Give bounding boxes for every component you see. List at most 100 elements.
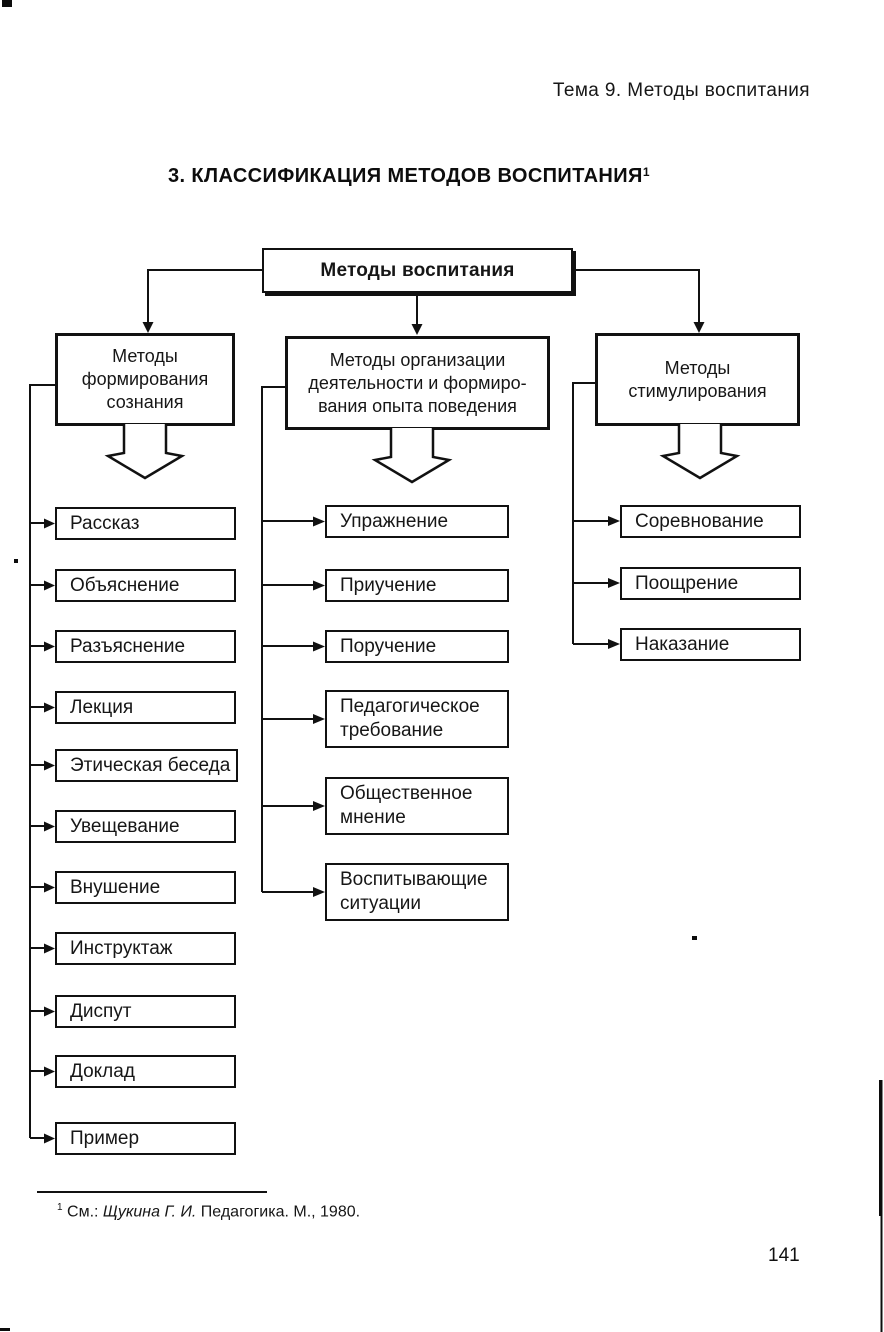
category-box-stimulirovanie: Методы стимулирования	[595, 333, 800, 426]
arrowhead-right-icon	[608, 639, 620, 649]
item-label: Инструктаж	[70, 937, 173, 959]
item-box-uprazhnenie: Упражнение	[325, 505, 509, 538]
arrowhead-right-icon	[44, 641, 55, 652]
arrowhead-right-icon	[313, 516, 325, 527]
item-label-line: Педагогическое	[340, 696, 480, 717]
item-label: Упражнение	[340, 510, 449, 532]
item-box-uveshchevanie: Увещевание	[55, 810, 236, 843]
arrowhead-right-icon	[44, 943, 55, 954]
item-box-vospityvayushchie-situacii: Воспитывающие ситуации	[325, 863, 509, 921]
block-arrow-down-icon	[659, 424, 741, 480]
item-box-lekciya: Лекция	[55, 691, 236, 724]
item-box-instruktazh: Инструктаж	[55, 932, 236, 965]
footnote-rest: Педагогика. М., 1980.	[196, 1203, 361, 1221]
left-branch-connectors	[29, 384, 55, 1144]
section-title: 3. КЛАССИФИКАЦИЯ МЕТОДОВ ВОСПИТАНИЯ1	[168, 165, 650, 188]
item-label: Наказание	[635, 633, 730, 655]
arrowhead-down-icon	[693, 322, 705, 333]
item-label: Диспут	[70, 1000, 132, 1022]
arrowhead-right-icon	[44, 821, 55, 832]
trunk-line	[29, 384, 55, 1138]
scan-artifact-dot	[692, 936, 697, 940]
category-box-organizaciya-deyatelnosti: Методы организации деятельности и формир…	[285, 336, 550, 430]
arrowhead-down-icon	[411, 324, 423, 335]
footnote-reference-mark: 1	[642, 165, 650, 179]
category-label-line: сознания	[106, 392, 184, 412]
section-title-text: 3. КЛАССИФИКАЦИЯ МЕТОДОВ ВОСПИТАНИЯ	[168, 165, 643, 187]
arrowhead-right-icon	[313, 641, 325, 652]
arrowhead-right-icon	[313, 580, 325, 591]
item-label-line: Общественное	[340, 783, 473, 804]
footnote-prefix: См.:	[67, 1203, 103, 1221]
item-label: Приучение	[340, 574, 437, 596]
footnote-mark: 1	[57, 1202, 63, 1213]
scan-artifact-edge-bar	[879, 1080, 883, 1216]
item-box-sorevnovanie: Соревнование	[620, 505, 801, 538]
item-label: Внушение	[70, 876, 161, 898]
arrowhead-right-icon	[44, 1006, 55, 1017]
item-label: Доклад	[70, 1060, 135, 1082]
item-box-disput: Диспут	[55, 995, 236, 1028]
item-box-primer: Пример	[55, 1122, 236, 1155]
item-label-line: требование	[340, 720, 444, 741]
arrowhead-right-icon	[313, 714, 325, 724]
item-box-poruchenie: Поручение	[325, 630, 509, 663]
item-box-obshchestvennoe-mnenie: Общественное мнение	[325, 777, 509, 835]
arrowhead-right-icon	[44, 580, 55, 591]
arrowhead-right-icon	[608, 578, 620, 588]
item-box-nakazanie: Наказание	[620, 628, 801, 661]
category-label-line: формирования	[81, 369, 209, 389]
footnote: 1 См.: Щукина Г. И. Педагогика. М., 1980…	[57, 1202, 360, 1221]
item-label-line: Воспитывающие	[340, 869, 488, 890]
block-arrow-down-icon	[371, 428, 453, 484]
hollow-block-arrows	[104, 424, 741, 484]
item-box-razyasnenie: Разъяснение	[55, 630, 236, 663]
arrowhead-right-icon	[44, 1133, 55, 1144]
arrowhead-right-icon	[44, 882, 55, 893]
block-arrow-down-icon	[104, 424, 186, 480]
scan-artifact-mark	[2, 0, 12, 7]
category-label-line: деятельности и формиро-	[308, 372, 527, 393]
item-label: Рассказ	[70, 512, 140, 534]
trunk-line	[261, 386, 285, 892]
category-label-line: Методы	[112, 346, 178, 366]
category-label-line: стимулирования	[628, 380, 767, 401]
item-box-doklad: Доклад	[55, 1055, 236, 1088]
item-box-rasskaz: Рассказ	[55, 507, 236, 540]
arrowhead-right-icon	[313, 887, 325, 897]
item-label: Разъяснение	[70, 635, 186, 657]
item-box-obyasnenie: Объяснение	[55, 569, 236, 602]
item-box-pooshchrenie: Поощрение	[620, 567, 801, 600]
item-label: Поручение	[340, 635, 437, 657]
arrowhead-right-icon	[44, 702, 55, 713]
item-box-eticheskaya-beseda: Этическая беседа	[55, 749, 238, 782]
item-label: Увещевание	[70, 815, 180, 837]
category-box-formirovanie-soznaniya: Методы формирования сознания	[55, 333, 235, 426]
scan-artifact-dot	[14, 559, 18, 563]
item-label: Объяснение	[70, 574, 180, 596]
item-box-pedagogicheskoe-trebovanie: Педагогическое требование	[325, 690, 509, 748]
item-label: Соревнование	[635, 510, 764, 532]
item-label-line: ситуации	[340, 893, 421, 914]
footnote-rule	[37, 1191, 267, 1193]
running-head: Тема 9. Методы воспитания	[552, 80, 810, 101]
connector-line	[573, 269, 700, 323]
page-number: 141	[768, 1245, 800, 1266]
arrowhead-down-icon	[142, 322, 154, 333]
category-label-line: Методы	[664, 357, 731, 378]
root-label: Методы воспитания	[320, 259, 515, 281]
connector-line	[147, 269, 262, 323]
item-label: Лекция	[70, 696, 134, 718]
category-label-line: вания опыта поведения	[318, 395, 517, 416]
item-box-vnushenie: Внушение	[55, 871, 236, 904]
scan-artifact-edge-line	[880, 1216, 883, 1332]
footnote-author: Щукина Г. И.	[102, 1203, 197, 1221]
root-box-metody-vospitaniya: Методы воспитания	[262, 248, 573, 293]
category-label-line: Методы организации	[329, 349, 506, 370]
item-label-line: мнение	[340, 807, 406, 828]
item-label: Этическая беседа	[70, 754, 231, 776]
arrowhead-right-icon	[44, 518, 55, 529]
scan-artifact-mark	[0, 1328, 10, 1331]
item-box-priuchenie: Приучение	[325, 569, 509, 602]
